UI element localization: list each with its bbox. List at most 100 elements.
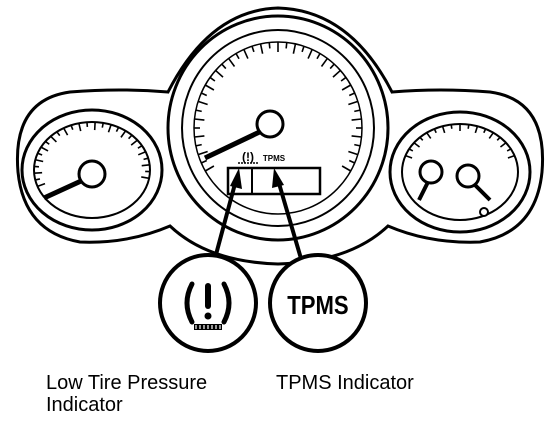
gauge-tick — [243, 49, 249, 59]
gauge-tick — [195, 109, 202, 113]
left-gauge — [20, 108, 164, 232]
gauge-tick — [316, 53, 321, 60]
gauge-tick — [351, 135, 362, 138]
gauge-tick — [507, 154, 515, 159]
gauge-tick — [499, 142, 507, 148]
gauge-tick — [259, 43, 264, 54]
gauge-tick — [320, 57, 329, 67]
center-gauge: (!) TPMS — [166, 14, 390, 242]
gauge-tick — [50, 135, 57, 143]
center-tpms-text: TPMS — [263, 154, 286, 163]
gauge-tick — [137, 151, 146, 156]
gauge-tick — [78, 123, 82, 132]
gauge-tick — [56, 131, 61, 137]
gauge-tick — [413, 142, 421, 148]
low-tire-pressure-caption-line2: Indicator — [46, 394, 123, 416]
gauge-tick — [227, 57, 236, 67]
gauge-tick — [341, 84, 352, 91]
gauge-tick — [35, 178, 41, 181]
gauge-tick — [200, 92, 208, 97]
gauge-tick — [340, 76, 347, 82]
gauge-tick — [221, 63, 227, 70]
gauge-tick — [143, 157, 149, 161]
gauge-tick — [44, 140, 50, 145]
gauge-tick — [200, 159, 208, 164]
gauge-tick — [37, 152, 43, 156]
gauge-tick — [488, 132, 494, 139]
left-gauge-ticks — [34, 122, 150, 188]
gauge-tick — [405, 154, 413, 159]
center-gauge-needle — [203, 125, 270, 161]
gauge-tick — [441, 125, 446, 134]
gauge-tick — [194, 135, 205, 138]
gauge-tick — [408, 148, 414, 152]
gauge-tick — [251, 45, 255, 53]
gauge-tick — [197, 100, 208, 106]
right-callout-arrowhead — [272, 168, 284, 188]
gauge-tick — [354, 109, 361, 113]
right-gauge-hub-2 — [455, 163, 481, 189]
gauge-tick — [329, 63, 335, 70]
low-tire-pressure-caption: Low Tire Pressure Indicator — [46, 372, 266, 416]
gauge-tick — [348, 92, 356, 97]
gauge-tick — [332, 69, 341, 78]
gauge-tick — [204, 165, 215, 172]
gauge-tick — [101, 122, 105, 128]
gauge-tick — [354, 143, 361, 147]
gauge-tick — [483, 128, 487, 134]
gauge-tick — [506, 148, 512, 152]
gauge-tick — [34, 171, 43, 175]
gauge-tick — [70, 124, 74, 130]
gauge-tick — [285, 42, 288, 49]
gauge-tick — [307, 49, 313, 59]
right-gauge-ticks — [405, 124, 515, 159]
tpms-indicator-caption: TPMS Indicator — [276, 372, 414, 394]
gauge-tick — [496, 136, 501, 141]
right-gauge-hub-1 — [418, 159, 444, 185]
tpms-callout: TPMS — [268, 253, 368, 353]
left-gauge-hub — [77, 159, 107, 189]
gauge-tick — [137, 145, 143, 149]
gauge-tick — [348, 159, 356, 164]
gauge-tick — [204, 84, 215, 91]
gauge-tick — [141, 164, 150, 167]
right-gauge-indicator-dot — [479, 207, 489, 217]
gauge-tick — [128, 134, 133, 140]
gauge-tick — [426, 132, 432, 139]
gauge-tick — [235, 53, 240, 60]
gauge-tick — [474, 125, 479, 134]
center-warning-glyph: (!) — [242, 150, 254, 164]
low-tire-pressure-icon — [184, 281, 232, 330]
gauge-tick — [433, 128, 437, 134]
gauge-tick — [419, 136, 424, 141]
gauge-tick — [130, 139, 138, 146]
gauge-tick — [35, 158, 44, 163]
gauge-tick — [115, 126, 120, 132]
gauge-tick — [215, 69, 224, 78]
left-callout-arrowhead — [230, 168, 242, 189]
right-gauge — [388, 110, 532, 234]
callout-lines — [212, 168, 304, 263]
gauge-tick — [194, 118, 205, 121]
gauge-tick — [301, 45, 305, 53]
gauge-tick — [120, 130, 127, 138]
gauge-tick — [37, 182, 46, 188]
gauge-tick — [268, 42, 271, 49]
tpms-callout-text: TPMS — [287, 291, 348, 320]
gauge-tick — [341, 165, 352, 172]
gauge-tick — [40, 146, 49, 152]
center-gauge-ticks — [194, 42, 362, 172]
gauge-tick — [195, 143, 202, 147]
gauge-tick — [348, 150, 359, 156]
gauge-tick — [467, 124, 470, 129]
gauge-tick — [209, 76, 216, 82]
gauge-tick — [62, 127, 69, 136]
gauge-tick — [292, 43, 297, 54]
low-tire-pressure-caption-line1: Low Tire Pressure — [46, 372, 208, 394]
gauge-tick — [450, 124, 453, 129]
gauge-tick — [141, 176, 150, 180]
low-tire-pressure-callout — [158, 253, 258, 353]
gauge-tick — [107, 124, 112, 133]
gauge-tick — [197, 150, 208, 156]
